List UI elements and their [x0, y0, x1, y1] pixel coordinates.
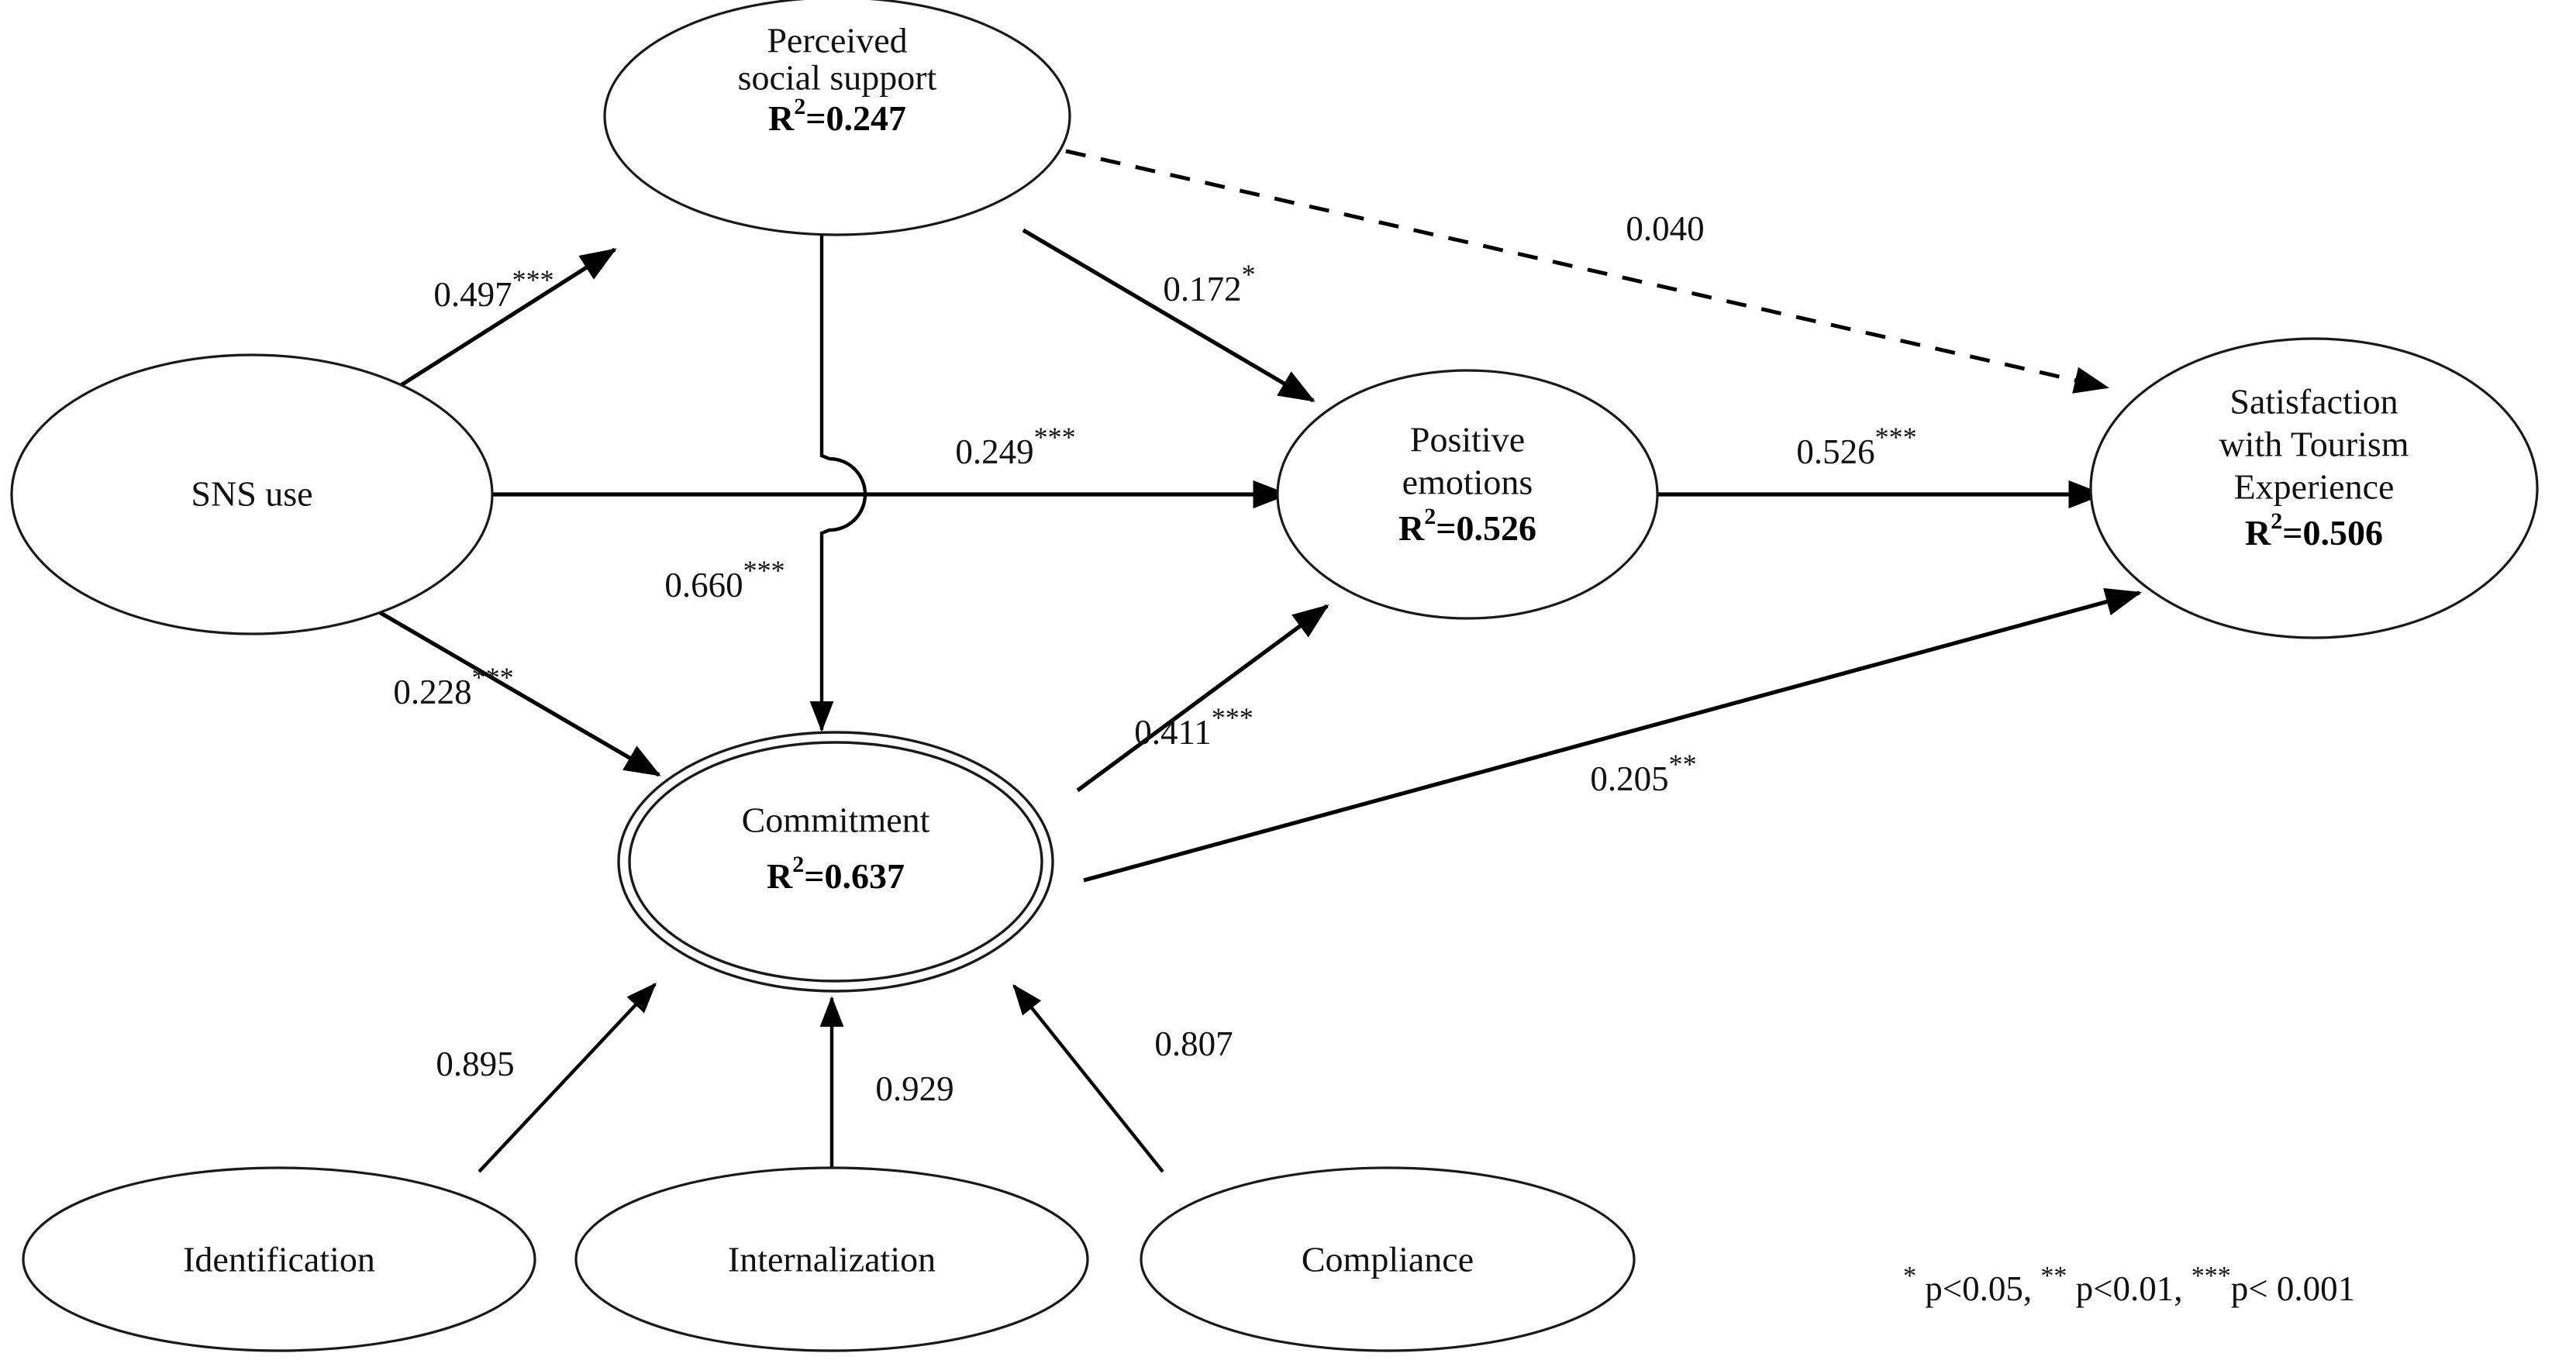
node-perceived-social-support-label-line1: Perceived — [767, 21, 907, 60]
node-sns-use[interactable]: SNS use — [10, 353, 494, 635]
node-identification[interactable]: Identification — [22, 1166, 536, 1352]
node-internalization-label: Internalization — [728, 1240, 936, 1279]
node-satisfaction-label-line3: Experience — [2234, 467, 2395, 507]
node-perceived-social-support[interactable]: Perceived social support R2=0.247 — [603, 0, 1071, 236]
node-commitment-ellipse-inner — [628, 741, 1043, 983]
significance-legend: * p<0.05, ** p<0.01, ***p< 0.001 — [1903, 1262, 2355, 1308]
node-satisfaction-label-line1: Satisfaction — [2229, 382, 2398, 422]
node-sns-use-ellipse — [10, 353, 494, 635]
node-perceived-social-support-ellipse — [603, 0, 1071, 236]
coef-label-perceived-social-support-to-satisfaction: 0.040 — [1626, 209, 1704, 248]
node-identification-ellipse — [22, 1166, 536, 1352]
node-sns-use-label: SNS use — [191, 474, 312, 514]
node-perceived-social-support-label-line2: social support — [738, 58, 937, 98]
path-commitment-to-positive-emotions — [1076, 604, 1329, 793]
coef-label-positive-emotions-to-satisfaction: 0.526*** — [1796, 422, 1916, 471]
coef-label-perceived-social-support-to-commitment: 0.660*** — [664, 555, 785, 604]
node-perceived-social-support-r2: R2=0.247 — [768, 94, 906, 137]
node-satisfaction-ellipse — [2089, 337, 2539, 639]
path-perceived-social-support-to-positive-emotions — [1022, 228, 1316, 403]
coef-label-perceived-social-support-to-positive-emotions: 0.172* — [1163, 259, 1255, 308]
node-positive-emotions[interactable]: Positive emotions R2=0.526 — [1276, 369, 1659, 620]
node-internalization-ellipse — [574, 1166, 1089, 1352]
node-compliance-label: Compliance — [1302, 1240, 1474, 1279]
node-positive-emotions-r2: R2=0.526 — [1398, 504, 1536, 547]
node-commitment[interactable]: Commitment R2=0.637 — [617, 731, 1054, 993]
coef-label-identification-to-commitment: 0.895 — [436, 1045, 514, 1083]
node-compliance-ellipse — [1140, 1166, 1636, 1352]
node-commitment-r2: R2=0.637 — [767, 852, 905, 895]
node-positive-emotions-label-line1: Positive — [1410, 420, 1525, 460]
coef-label-sns-to-commitment: 0.228*** — [393, 662, 513, 711]
coef-label-commitment-to-positive-emotions: 0.411*** — [1134, 702, 1254, 752]
path-sns-to-commitment — [351, 594, 661, 777]
node-positive-emotions-label-line2: emotions — [1402, 463, 1533, 502]
coef-label-internalization-to-commitment: 0.929 — [875, 1069, 953, 1108]
node-commitment-label: Commitment — [742, 801, 930, 840]
node-satisfaction-with-tourism-experience[interactable]: Satisfaction with Tourism Experience R2=… — [2089, 337, 2539, 639]
path-sns-to-perceived-social-support — [386, 247, 617, 396]
node-compliance[interactable]: Compliance — [1140, 1166, 1636, 1352]
path-compliance-to-commitment — [1012, 983, 1164, 1173]
path-commitment-to-satisfaction — [1083, 587, 2143, 883]
node-identification-label: Identification — [183, 1240, 375, 1279]
node-commitment-ellipse-outer — [617, 731, 1054, 993]
coef-label-commitment-to-satisfaction: 0.205** — [1590, 749, 1696, 798]
path-perceived-social-support-to-commitment — [809, 232, 867, 732]
node-internalization[interactable]: Internalization — [574, 1166, 1089, 1352]
coef-label-sns-to-positive-emotions: 0.249*** — [955, 422, 1075, 471]
node-satisfaction-r2: R2=0.506 — [2245, 508, 2383, 552]
node-satisfaction-label-line2: with Tourism — [2219, 425, 2409, 464]
coef-label-compliance-to-commitment: 0.807 — [1154, 1024, 1233, 1063]
path-identification-to-commitment — [478, 983, 657, 1173]
coef-label-sns-to-perceived-social-support: 0.497*** — [433, 264, 553, 314]
node-positive-emotions-ellipse — [1276, 369, 1659, 620]
